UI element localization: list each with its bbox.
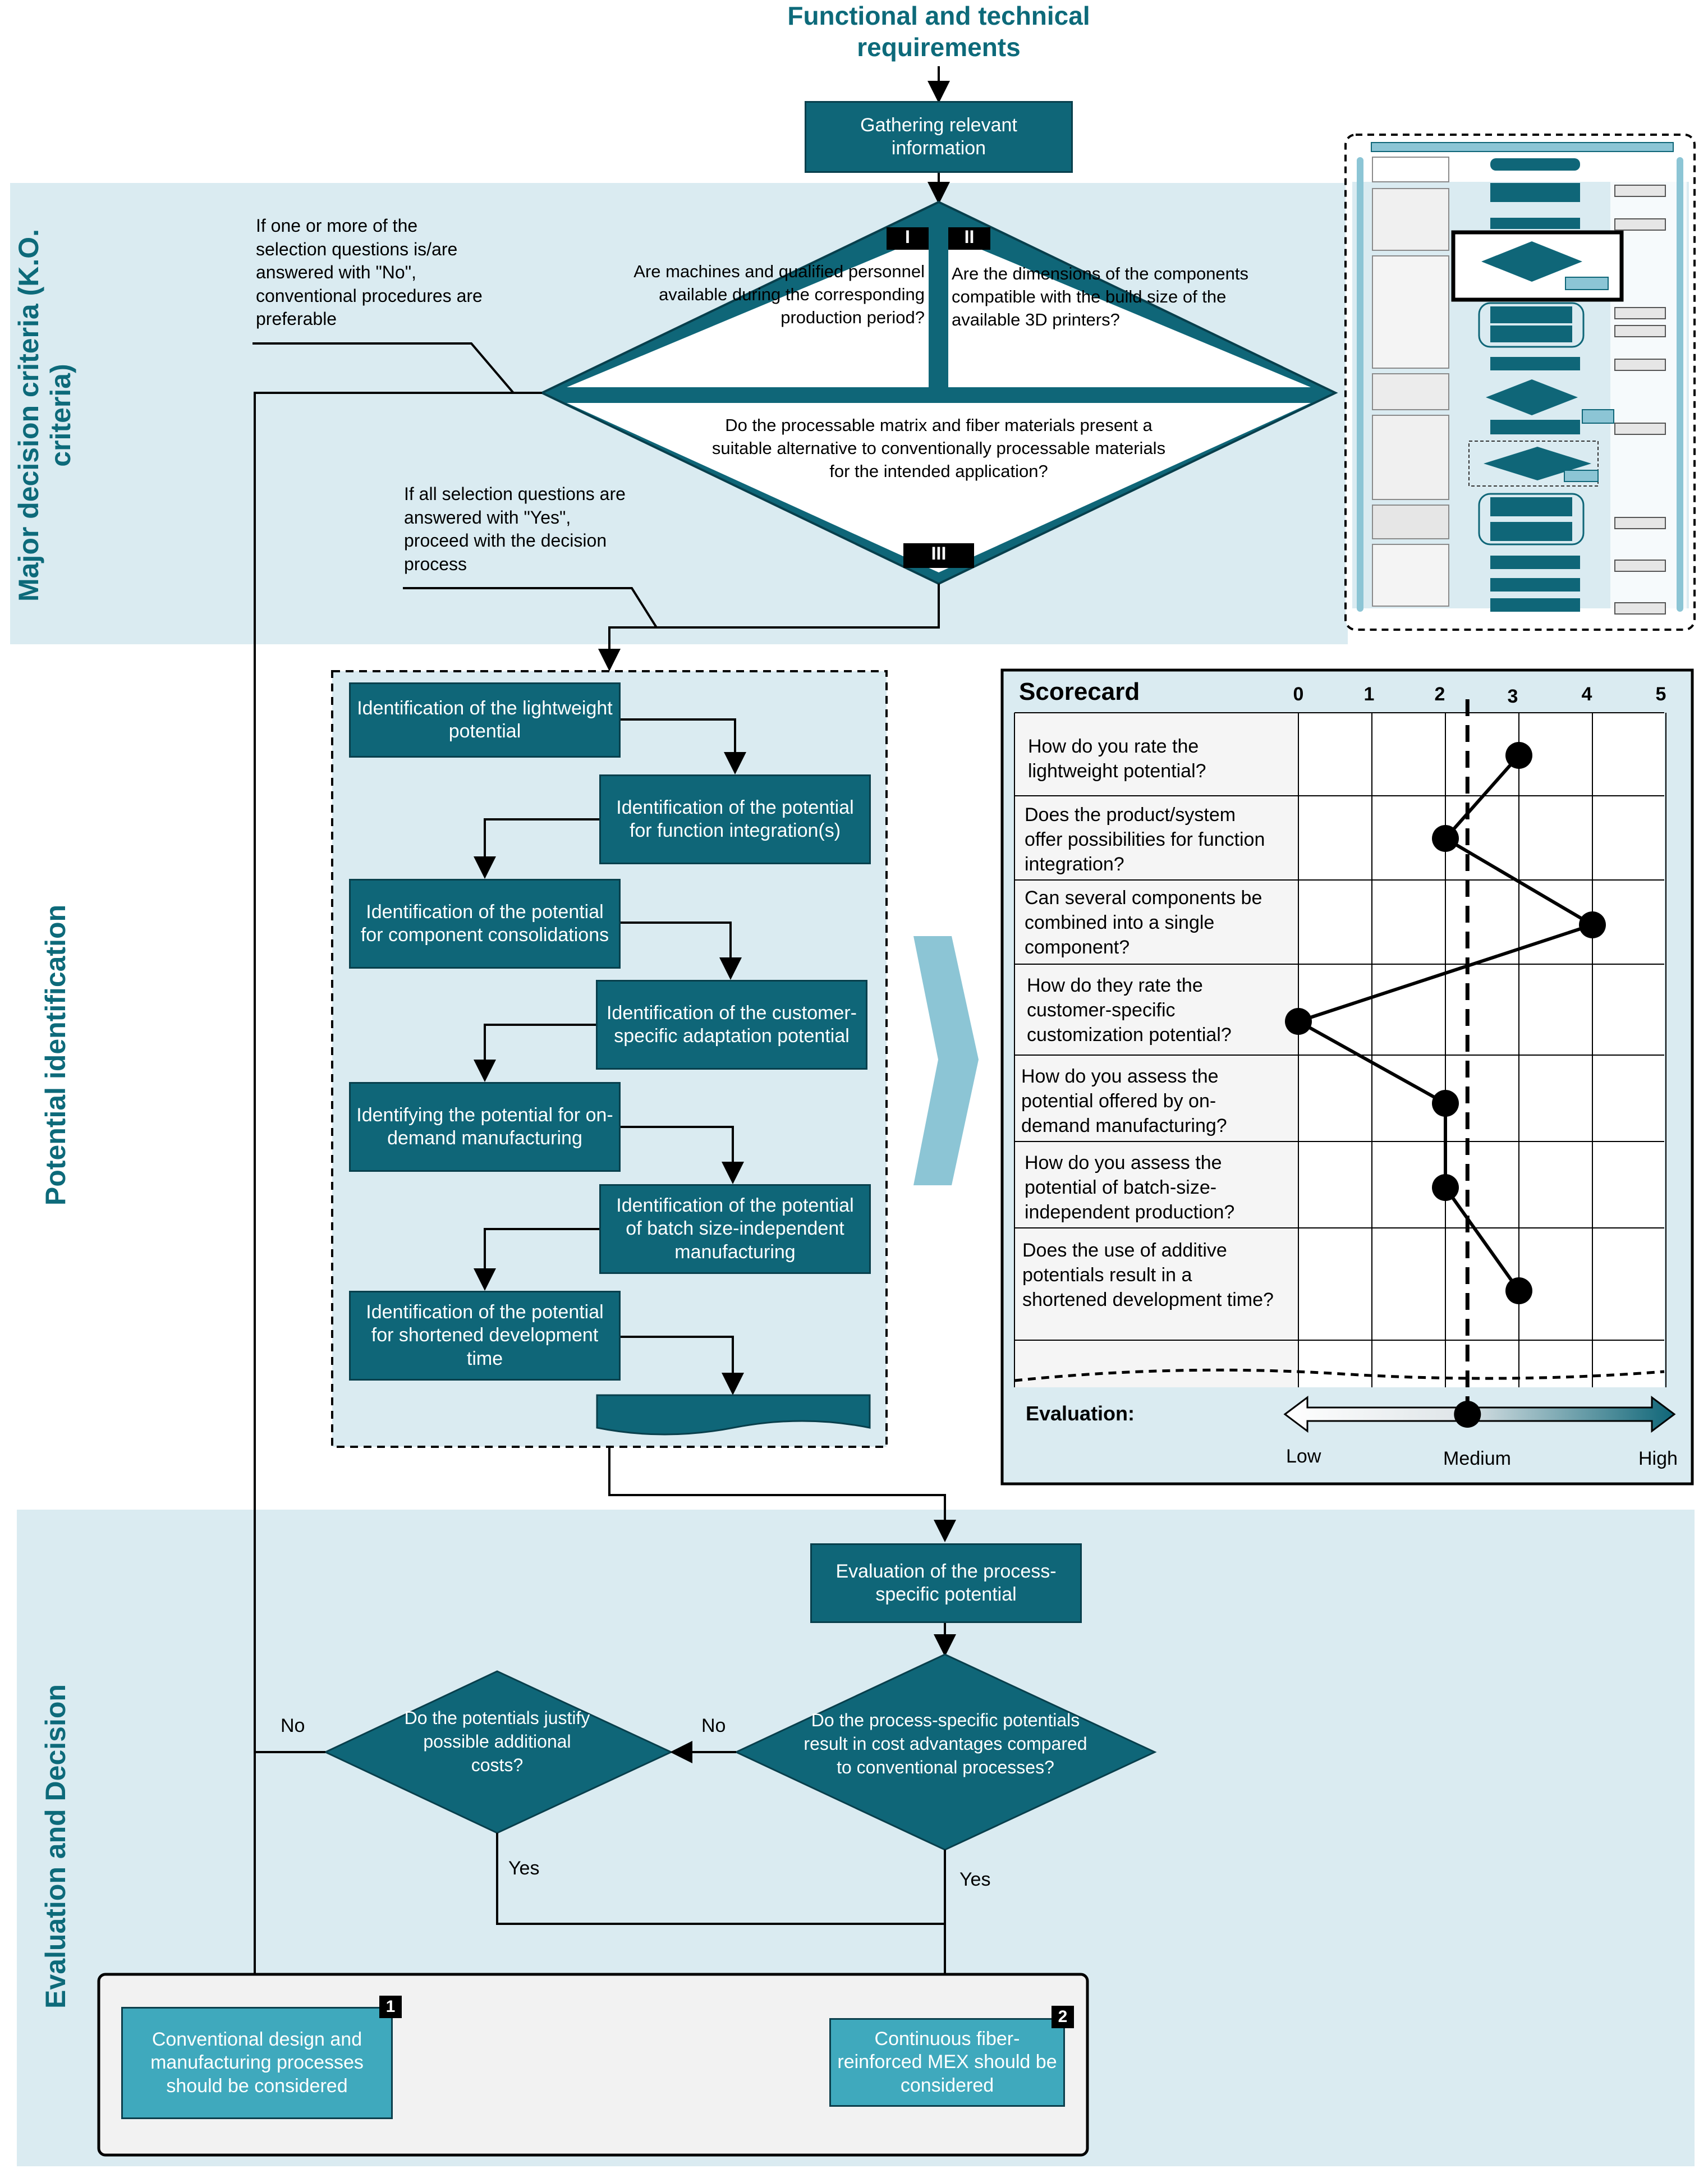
outcome-badge-2: 2 [1052,2006,1074,2028]
step-connector-4 [474,1024,596,1082]
step-component-consolidation: Identification of the potential for comp… [349,879,621,969]
step-connector-2 [474,818,599,879]
ko-label-3: III [931,543,947,563]
line-justify-yes [496,1833,945,1925]
ko-tab-3 [903,543,974,568]
ko-tab-1 [887,227,929,250]
score-question-2: Does the product/system offer possibilit… [1025,804,1265,875]
score-point-7 [1505,1277,1532,1304]
page-title: Functional and technical requirements [787,1,1090,62]
step-on-demand: Identifying the potential for on-demand … [349,1082,621,1172]
scale-tick-3: 3 [1507,686,1518,707]
step-connector-7 [621,1336,744,1395]
gathering-info-box: Gathering relevant information [805,101,1073,173]
ko-diamond-q3 [567,403,1311,572]
step-batch-size: Identification of the potential of batch… [599,1184,871,1274]
score-question-1: How do you rate the lightweight potentia… [1028,736,1206,782]
score-question-3: Can several components be combined into … [1025,887,1262,959]
ko-question-2: Are the dimensions of the components com… [952,264,1249,329]
scale-tick-0: 0 [1293,684,1304,705]
eval-high-label: High [1638,1448,1678,1469]
note-yes-condition: If all selection questions are answered … [404,484,626,574]
score-point-5 [1432,1090,1459,1117]
overview-thumbnail [1344,134,1696,631]
score-point-3 [1579,911,1606,938]
scale-tick-1: 1 [1363,684,1375,705]
eval-medium-label: Medium [1443,1448,1511,1469]
note-no-condition: If one or more of the selection question… [256,216,483,329]
step-connector-5 [621,1126,744,1184]
ko-tab-2 [948,227,990,250]
label-no-justify: No [281,1715,305,1736]
evaluation-label: Evaluation: [1026,1402,1135,1425]
label-yes-cost: Yes [959,1869,991,1890]
ko-question-3: Do the processable matrix and fiber mate… [711,415,1166,481]
step-customer-adaptation: Identification of the customer-specific … [596,980,867,1070]
score-question-5: How do you assess the potential offered … [1021,1066,1227,1137]
ko-label-2: II [964,227,975,247]
ko-diamond-q2 [948,236,1311,387]
step-connector-3 [621,922,742,980]
scorecard [1000,668,1694,1486]
arrow-ko-no-to-outcome1 [244,392,542,1996]
score-point-4 [1285,1008,1312,1035]
score-grid-torn-edge [1014,1368,1665,1382]
label-yes-justify: Yes [508,1858,540,1879]
cost-question-text: Do the process-specific potentials resul… [804,1710,1087,1778]
step-connector-1 [621,718,746,774]
note-no-leader [252,342,542,394]
scale-tick-5: 5 [1655,684,1666,705]
outcome-badge-1: 1 [379,1996,402,2018]
score-point-2 [1432,825,1459,852]
chevron-arrow-icon [913,936,979,1185]
step-development-time: Identification of the potential for shor… [349,1291,621,1381]
score-question-4: How do they rate the customer-specific c… [1027,975,1232,1046]
ko-label-1: I [905,227,910,247]
score-point-6 [1432,1174,1459,1201]
note-yes-leader [403,587,659,629]
process-evaluation-box: Evaluation of the process-specific poten… [810,1543,1082,1623]
arrow-ko-yes-to-potential [598,584,940,671]
arrow-potential-to-evaluation [608,1447,956,1542]
justify-question-text: Do the potentials justify possible addit… [404,1708,590,1776]
score-point-1 [1505,742,1532,769]
scorecard-title: Scorecard [1019,678,1140,705]
score-question-6: How do you assess the potential of batch… [1025,1152,1235,1223]
eval-low-label: Low [1286,1446,1321,1467]
scale-tick-4: 4 [1581,684,1592,705]
evaluation-marker [1454,1401,1481,1428]
scale-tick-2: 2 [1434,684,1445,705]
ko-question-1: Are machines and qualified personnel ava… [633,262,925,327]
label-no-cost: No [701,1715,726,1736]
ko-diamond-q1 [567,236,929,387]
score-question-7: Does the use of additive potentials resu… [1022,1240,1274,1311]
step-connector-6 [474,1228,599,1291]
outcome-conventional: Conventional design and manufacturing pr… [121,2007,393,2119]
steps-document-end [596,1394,871,1436]
outcome-mex: Continuous fiber-reinforced MEX should b… [829,2018,1065,2107]
step-lightweight: Identification of the lightweight potent… [349,682,621,758]
step-function-integration: Identification of the potential for func… [599,774,871,864]
